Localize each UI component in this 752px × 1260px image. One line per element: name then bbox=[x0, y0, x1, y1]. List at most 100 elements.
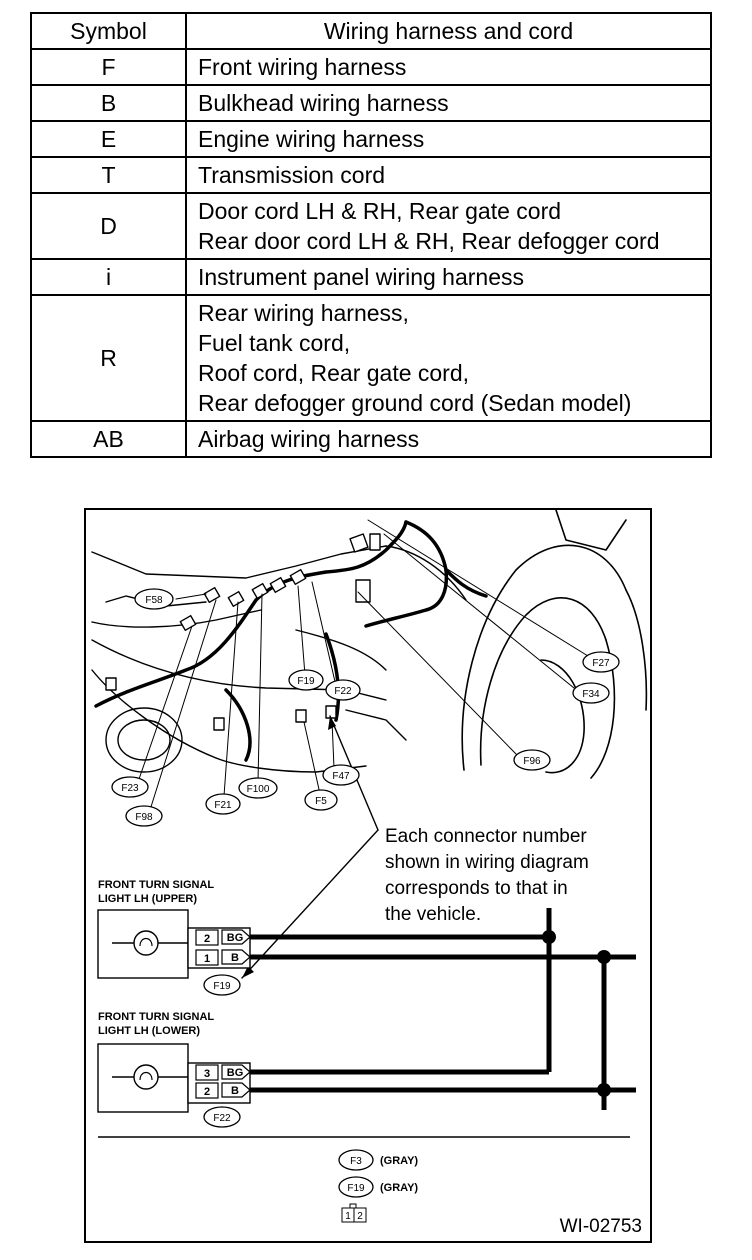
description-line: Door cord LH & RH, Rear gate cord bbox=[198, 198, 562, 224]
f19-vehicle-text: F19 bbox=[297, 676, 315, 687]
description-line: Front wiring harness bbox=[198, 54, 407, 80]
f98-text: F98 bbox=[135, 812, 153, 823]
table-row: E Engine wiring harness bbox=[30, 120, 712, 158]
bumper-curve bbox=[91, 639, 387, 701]
connector-label-f27 bbox=[582, 651, 620, 673]
upper-wire-2: B bbox=[231, 952, 239, 964]
description-cell: Bulkhead wiring harness bbox=[185, 84, 712, 122]
lower-pin-2: 2 bbox=[204, 1086, 210, 1098]
f47-text: F47 bbox=[332, 771, 350, 782]
symbol-cell: AB bbox=[30, 420, 187, 458]
symbol-cell: E bbox=[30, 120, 187, 158]
table-header-row: Symbol Wiring harness and cord bbox=[30, 12, 712, 50]
connector-legend: F3 (GRAY) F19 (GRAY) 1 2 bbox=[338, 1149, 418, 1223]
f21-text: F21 bbox=[214, 800, 232, 811]
description-line: Airbag wiring harness bbox=[198, 426, 420, 452]
arrowheads bbox=[242, 716, 336, 978]
description-line: Rear door cord LH & RH, Rear defogger co… bbox=[198, 228, 660, 254]
figure-id: WI-02753 bbox=[560, 1216, 642, 1237]
symbol-header: Symbol bbox=[30, 12, 187, 50]
symbol-cell: F bbox=[30, 48, 187, 86]
bumper-lower-line bbox=[91, 669, 217, 759]
lower-title-1: FRONT TURN SIGNAL bbox=[98, 1011, 214, 1023]
description-line: Engine wiring harness bbox=[198, 126, 425, 152]
connector-label-f19-vehicle bbox=[288, 669, 324, 691]
description-cell: Front wiring harness bbox=[185, 48, 712, 86]
description-line: Bulkhead wiring harness bbox=[198, 90, 449, 116]
description-header: Wiring harness and cord bbox=[185, 12, 712, 50]
description-cell: Transmission cord bbox=[185, 156, 712, 194]
lower-pin-1: 3 bbox=[204, 1068, 210, 1080]
note-line-2: shown in wiring diagram bbox=[385, 852, 589, 873]
f58-text: F58 bbox=[145, 595, 163, 606]
connector-note: Each connector number shown in wiring di… bbox=[385, 826, 589, 925]
upper-pin-2: 1 bbox=[204, 953, 210, 965]
hood-line bbox=[91, 545, 387, 579]
note-line-1: Each connector number bbox=[385, 826, 587, 847]
description-line: Instrument panel wiring harness bbox=[198, 264, 524, 290]
legend-f3-color: (GRAY) bbox=[380, 1155, 418, 1167]
harness-symbol-table: Symbol Wiring harness and cord F Front wi… bbox=[30, 12, 712, 458]
symbol-cell: D bbox=[30, 192, 187, 260]
lower-connector-text: F22 bbox=[213, 1113, 231, 1124]
description-line: Rear wiring harness, bbox=[198, 300, 409, 326]
description-cell: Instrument panel wiring harness bbox=[185, 258, 712, 296]
description-cell: Rear wiring harness,Fuel tank cord,Roof … bbox=[185, 294, 712, 422]
f5-text: F5 bbox=[315, 796, 327, 807]
lower-wire-1: BG bbox=[227, 1067, 244, 1079]
upper-title-2: LIGHT LH (UPPER) bbox=[98, 893, 197, 905]
fog-light-outline bbox=[105, 707, 183, 773]
splice-points bbox=[542, 930, 611, 1097]
legend-f19-color: (GRAY) bbox=[380, 1182, 418, 1194]
f23-text: F23 bbox=[121, 783, 139, 794]
table-row: AB Airbag wiring harness bbox=[30, 420, 712, 458]
lower-bulb-icon bbox=[133, 1064, 159, 1090]
bumper-top-line bbox=[91, 609, 262, 628]
symbol-cell: i bbox=[30, 258, 187, 296]
lower-title-2: LIGHT LH (LOWER) bbox=[98, 1025, 200, 1037]
description-cell: Engine wiring harness bbox=[185, 120, 712, 158]
f96-text: F96 bbox=[523, 756, 541, 767]
table-row: B Bulkhead wiring harness bbox=[30, 84, 712, 122]
vehicle-connectors bbox=[105, 533, 381, 731]
connector-label-f47 bbox=[322, 764, 360, 786]
leader-lines bbox=[137, 519, 589, 811]
description-line: Rear defogger ground cord (Sedan model) bbox=[198, 390, 632, 416]
legend-connector-f19 bbox=[338, 1176, 374, 1198]
upper-wire-1: BG bbox=[227, 932, 244, 944]
connector-label-f100 bbox=[238, 777, 278, 799]
legend-pin-layout: 1 2 bbox=[341, 1203, 367, 1223]
lower-turn-signal-component: FRONT TURN SIGNAL LIGHT LH (LOWER) 3 2 B… bbox=[97, 1011, 251, 1128]
f100-text: F100 bbox=[247, 784, 270, 795]
connector-label-f96 bbox=[513, 749, 551, 771]
table-row: i Instrument panel wiring harness bbox=[30, 258, 712, 296]
wiring-diagram-figure: F58 F27 F34 F19 F22 F96 F23 F98 F21 F100… bbox=[84, 508, 652, 1243]
f34-text: F34 bbox=[582, 689, 600, 700]
lower-wire-2: B bbox=[231, 1085, 239, 1097]
schematic-wires bbox=[250, 908, 636, 1110]
table-row: F Front wiring harness bbox=[30, 48, 712, 86]
note-line-4: the vehicle. bbox=[385, 904, 481, 925]
symbol-cell: B bbox=[30, 84, 187, 122]
f22-vehicle-text: F22 bbox=[334, 686, 352, 697]
connector-label-f58 bbox=[134, 588, 174, 610]
wiring-diagram-svg: F58 F27 F34 F19 F22 F96 F23 F98 F21 F100… bbox=[91, 510, 648, 1237]
description-line: Roof cord, Rear gate cord, bbox=[198, 360, 470, 386]
upper-connector-label bbox=[203, 974, 241, 996]
upper-bulb-icon bbox=[133, 930, 159, 956]
upper-connector-text: F19 bbox=[213, 981, 231, 992]
connector-label-f23 bbox=[111, 776, 149, 798]
vehicle-front-illustration bbox=[91, 545, 467, 773]
description-line: Transmission cord bbox=[198, 162, 386, 188]
f27-text: F27 bbox=[592, 658, 610, 669]
connector-label-text-group: F58 F27 F34 F19 F22 F96 F23 F98 F21 F100… bbox=[121, 595, 610, 823]
legend-connector-f3 bbox=[338, 1149, 374, 1171]
legend-pin-2: 2 bbox=[357, 1211, 363, 1222]
legend-f19-text: F19 bbox=[347, 1183, 365, 1194]
upper-pin-1: 2 bbox=[204, 933, 210, 945]
